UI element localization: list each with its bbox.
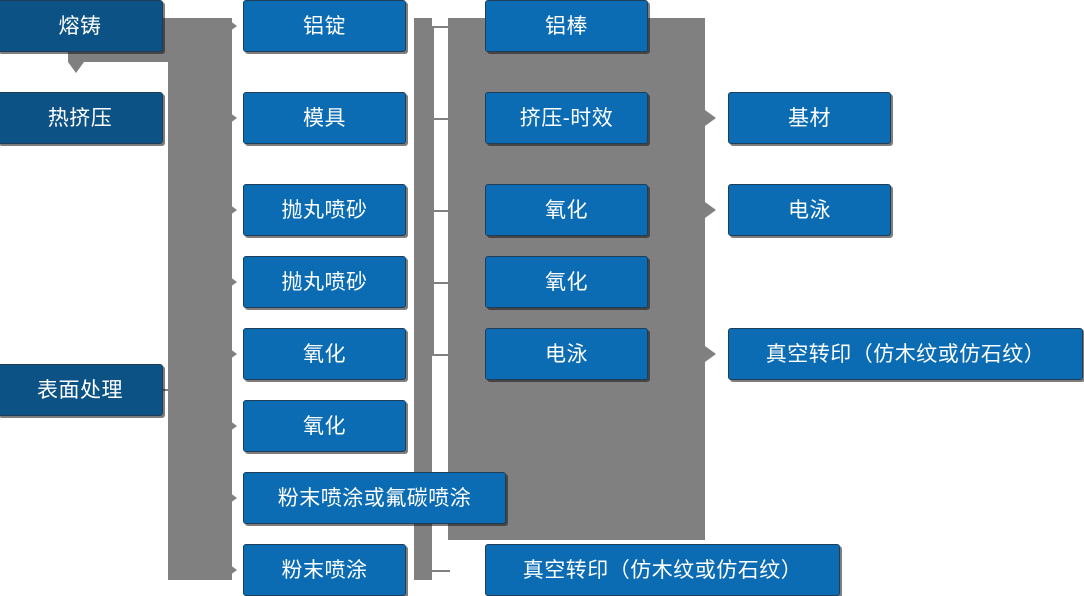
arrow-to-aluminum-ingot [226,18,237,34]
output-box-vacuum-transfer[interactable]: 真空转印（仿木纹或仿石纹） [728,328,1083,380]
process-box-vacuum-transfer[interactable]: 真空转印（仿木纹或仿石纹） [485,544,840,596]
surface-treatment-connector [163,389,177,391]
mid-connector-bar [414,18,432,580]
material-label: 粉末喷涂 [281,558,368,582]
material-box-shotblast-1[interactable]: 抛丸喷砂 [243,184,406,236]
stage-box-surface-treatment[interactable]: 表面处理 [0,364,163,416]
output-label: 真空转印（仿木纹或仿石纹） [765,342,1046,366]
material-label: 模具 [303,106,346,130]
mid-tick-2 [432,118,450,120]
material-box-oxidation-1[interactable]: 氧化 [243,328,406,380]
arrow-to-oxidation-2 [226,418,237,434]
material-label: 氧化 [303,342,346,366]
material-label: 抛丸喷砂 [281,270,368,294]
mid-tick-5 [432,354,450,356]
output-box-electrophoresis[interactable]: 电泳 [728,184,891,236]
process-box-aluminum-billet[interactable]: 铝棒 [485,0,648,52]
material-box-powder-coating[interactable]: 粉末喷涂 [243,544,406,596]
material-box-mold[interactable]: 模具 [243,92,406,144]
arrow-to-mold [226,110,237,126]
arrow-to-electrophoresis [705,202,716,218]
material-box-oxidation-2[interactable]: 氧化 [243,400,406,452]
output-label: 电泳 [788,198,831,222]
material-box-powder-or-fluorocarbon[interactable]: 粉末喷涂或氟碳喷涂 [243,472,506,524]
arrow-to-powder-coating [226,562,237,578]
process-label: 铝棒 [545,14,588,38]
material-label: 铝锭 [303,14,346,38]
stage-label: 热挤压 [47,106,113,130]
process-label: 氧化 [545,270,588,294]
process-box-oxidation-1[interactable]: 氧化 [485,184,648,236]
arrow-to-vacuum-transfer [705,346,716,362]
mid-tick-1 [432,26,450,28]
stage-label: 熔铸 [58,14,102,38]
mid-tick-3 [432,210,450,212]
left-connector-body [168,18,232,580]
arrow-to-oxidation-1 [226,346,237,362]
arrow-to-shotblast-2 [226,274,237,290]
process-label: 电泳 [545,342,588,366]
arrow-to-powder-fluoro [226,490,237,506]
arrow-to-substrate [705,110,716,126]
stage-label: 表面处理 [37,378,123,402]
stage-box-casting[interactable]: 熔铸 [0,0,163,52]
process-box-oxidation-2[interactable]: 氧化 [485,256,648,308]
process-box-electrophoresis[interactable]: 电泳 [485,328,648,380]
process-label: 真空转印（仿木纹或仿石纹） [522,558,803,582]
arrow-to-shotblast-1 [226,202,237,218]
process-box-extrusion-aging[interactable]: 挤压-时效 [485,92,648,144]
process-label: 氧化 [545,198,588,222]
stage-down-arrow [68,62,84,73]
stage-box-hot-extrusion[interactable]: 热挤压 [0,92,163,144]
material-label: 抛丸喷砂 [281,198,368,222]
mid-tick-6 [432,570,450,572]
material-box-shotblast-2[interactable]: 抛丸喷砂 [243,256,406,308]
material-box-aluminum-ingot[interactable]: 铝锭 [243,0,406,52]
mid-tick-4 [432,282,450,284]
mid-tick-riser [432,26,434,356]
output-box-substrate[interactable]: 基材 [728,92,891,144]
material-label: 粉末喷涂或氟碳喷涂 [277,486,472,510]
material-label: 氧化 [303,414,346,438]
process-label: 挤压-时效 [519,106,614,130]
output-label: 基材 [788,106,831,130]
